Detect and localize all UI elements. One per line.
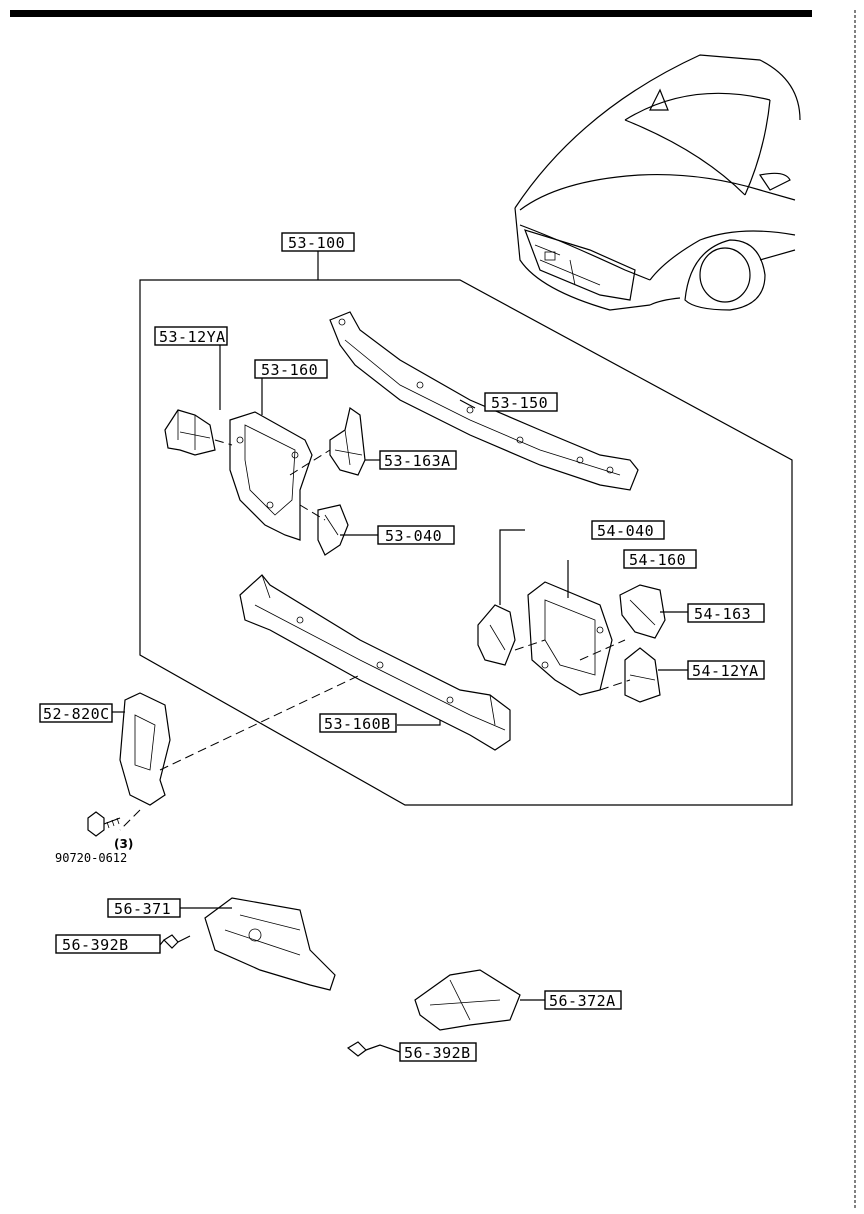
clip-56-392b-b-icon [346, 1041, 401, 1057]
connection-lines-right [514, 639, 631, 691]
label-53-100-text: 53-100 [288, 234, 345, 252]
label-53-160b-text: 53-160B [324, 715, 391, 733]
label-53-12ya[interactable]: 53-12YA [154, 326, 228, 346]
label-56-371[interactable]: 56-371 [107, 898, 181, 918]
label-54-12ya-text: 54-12YA [692, 662, 759, 680]
label-54-163[interactable]: 54-163 [687, 603, 765, 623]
label-52-820c[interactable]: 52-820C [39, 703, 113, 723]
label-54-160[interactable]: 54-160 [623, 549, 697, 569]
car-illustration [514, 54, 801, 311]
label-53-160[interactable]: 53-160 [254, 359, 328, 379]
label-53-163a-text: 53-163A [384, 452, 451, 470]
part-54-12ya-shape [624, 647, 688, 703]
label-53-150[interactable]: 53-150 [484, 392, 558, 412]
label-53-12ya-text: 53-12YA [159, 328, 226, 346]
part-53-12ya-shape [164, 345, 221, 456]
bolt-part-number[interactable]: 90720-0612 [55, 851, 127, 865]
bolt-icon [87, 811, 121, 837]
label-56-392b-b-text: 56-392B [404, 1044, 471, 1062]
part-53-160-shape [229, 370, 313, 541]
label-54-160-text: 54-160 [629, 551, 686, 569]
part-54-163-shape [619, 584, 688, 639]
label-56-372a[interactable]: 56-372A [544, 990, 622, 1010]
part-54-040-shape [477, 529, 525, 666]
label-54-040[interactable]: 54-040 [591, 520, 665, 540]
label-53-160b[interactable]: 53-160B [319, 713, 397, 733]
label-53-040[interactable]: 53-040 [377, 525, 455, 545]
top-rule [10, 10, 812, 17]
label-52-820c-text: 52-820C [43, 705, 110, 723]
part-56-371-shape [180, 897, 336, 991]
label-53-163a[interactable]: 53-163A [379, 450, 457, 470]
label-56-392b-a[interactable]: 56-392B [55, 934, 161, 954]
label-53-100[interactable]: 53-100 [281, 232, 355, 252]
label-54-163-text: 54-163 [694, 605, 751, 623]
part-53-040-shape [317, 504, 378, 556]
label-53-150-text: 53-150 [491, 394, 548, 412]
assembly-outline [139, 250, 793, 806]
label-53-160-text: 53-160 [261, 361, 318, 379]
part-53-150-shape [329, 311, 639, 491]
part-53-163a-shape [329, 406, 380, 476]
part-53-160b-shape [239, 574, 511, 751]
label-54-12ya[interactable]: 54-12YA [687, 660, 765, 680]
part-52-820c-shape [112, 692, 171, 806]
label-53-040-text: 53-040 [385, 527, 442, 545]
label-56-372a-text: 56-372A [549, 992, 616, 1010]
label-54-040-text: 54-040 [597, 522, 654, 540]
label-56-371-text: 56-371 [114, 900, 171, 918]
connection-lines-lower-left [119, 674, 361, 831]
part-56-372a-shape [414, 969, 545, 1031]
clip-56-392b-a-icon [159, 934, 191, 949]
connection-lines-upper-left [214, 439, 331, 521]
bolt-quantity: (3) [114, 837, 133, 851]
part-54-160-shape [527, 560, 613, 696]
label-56-392b-b[interactable]: 56-392B [399, 1042, 477, 1062]
label-56-392b-a-text: 56-392B [62, 936, 129, 954]
